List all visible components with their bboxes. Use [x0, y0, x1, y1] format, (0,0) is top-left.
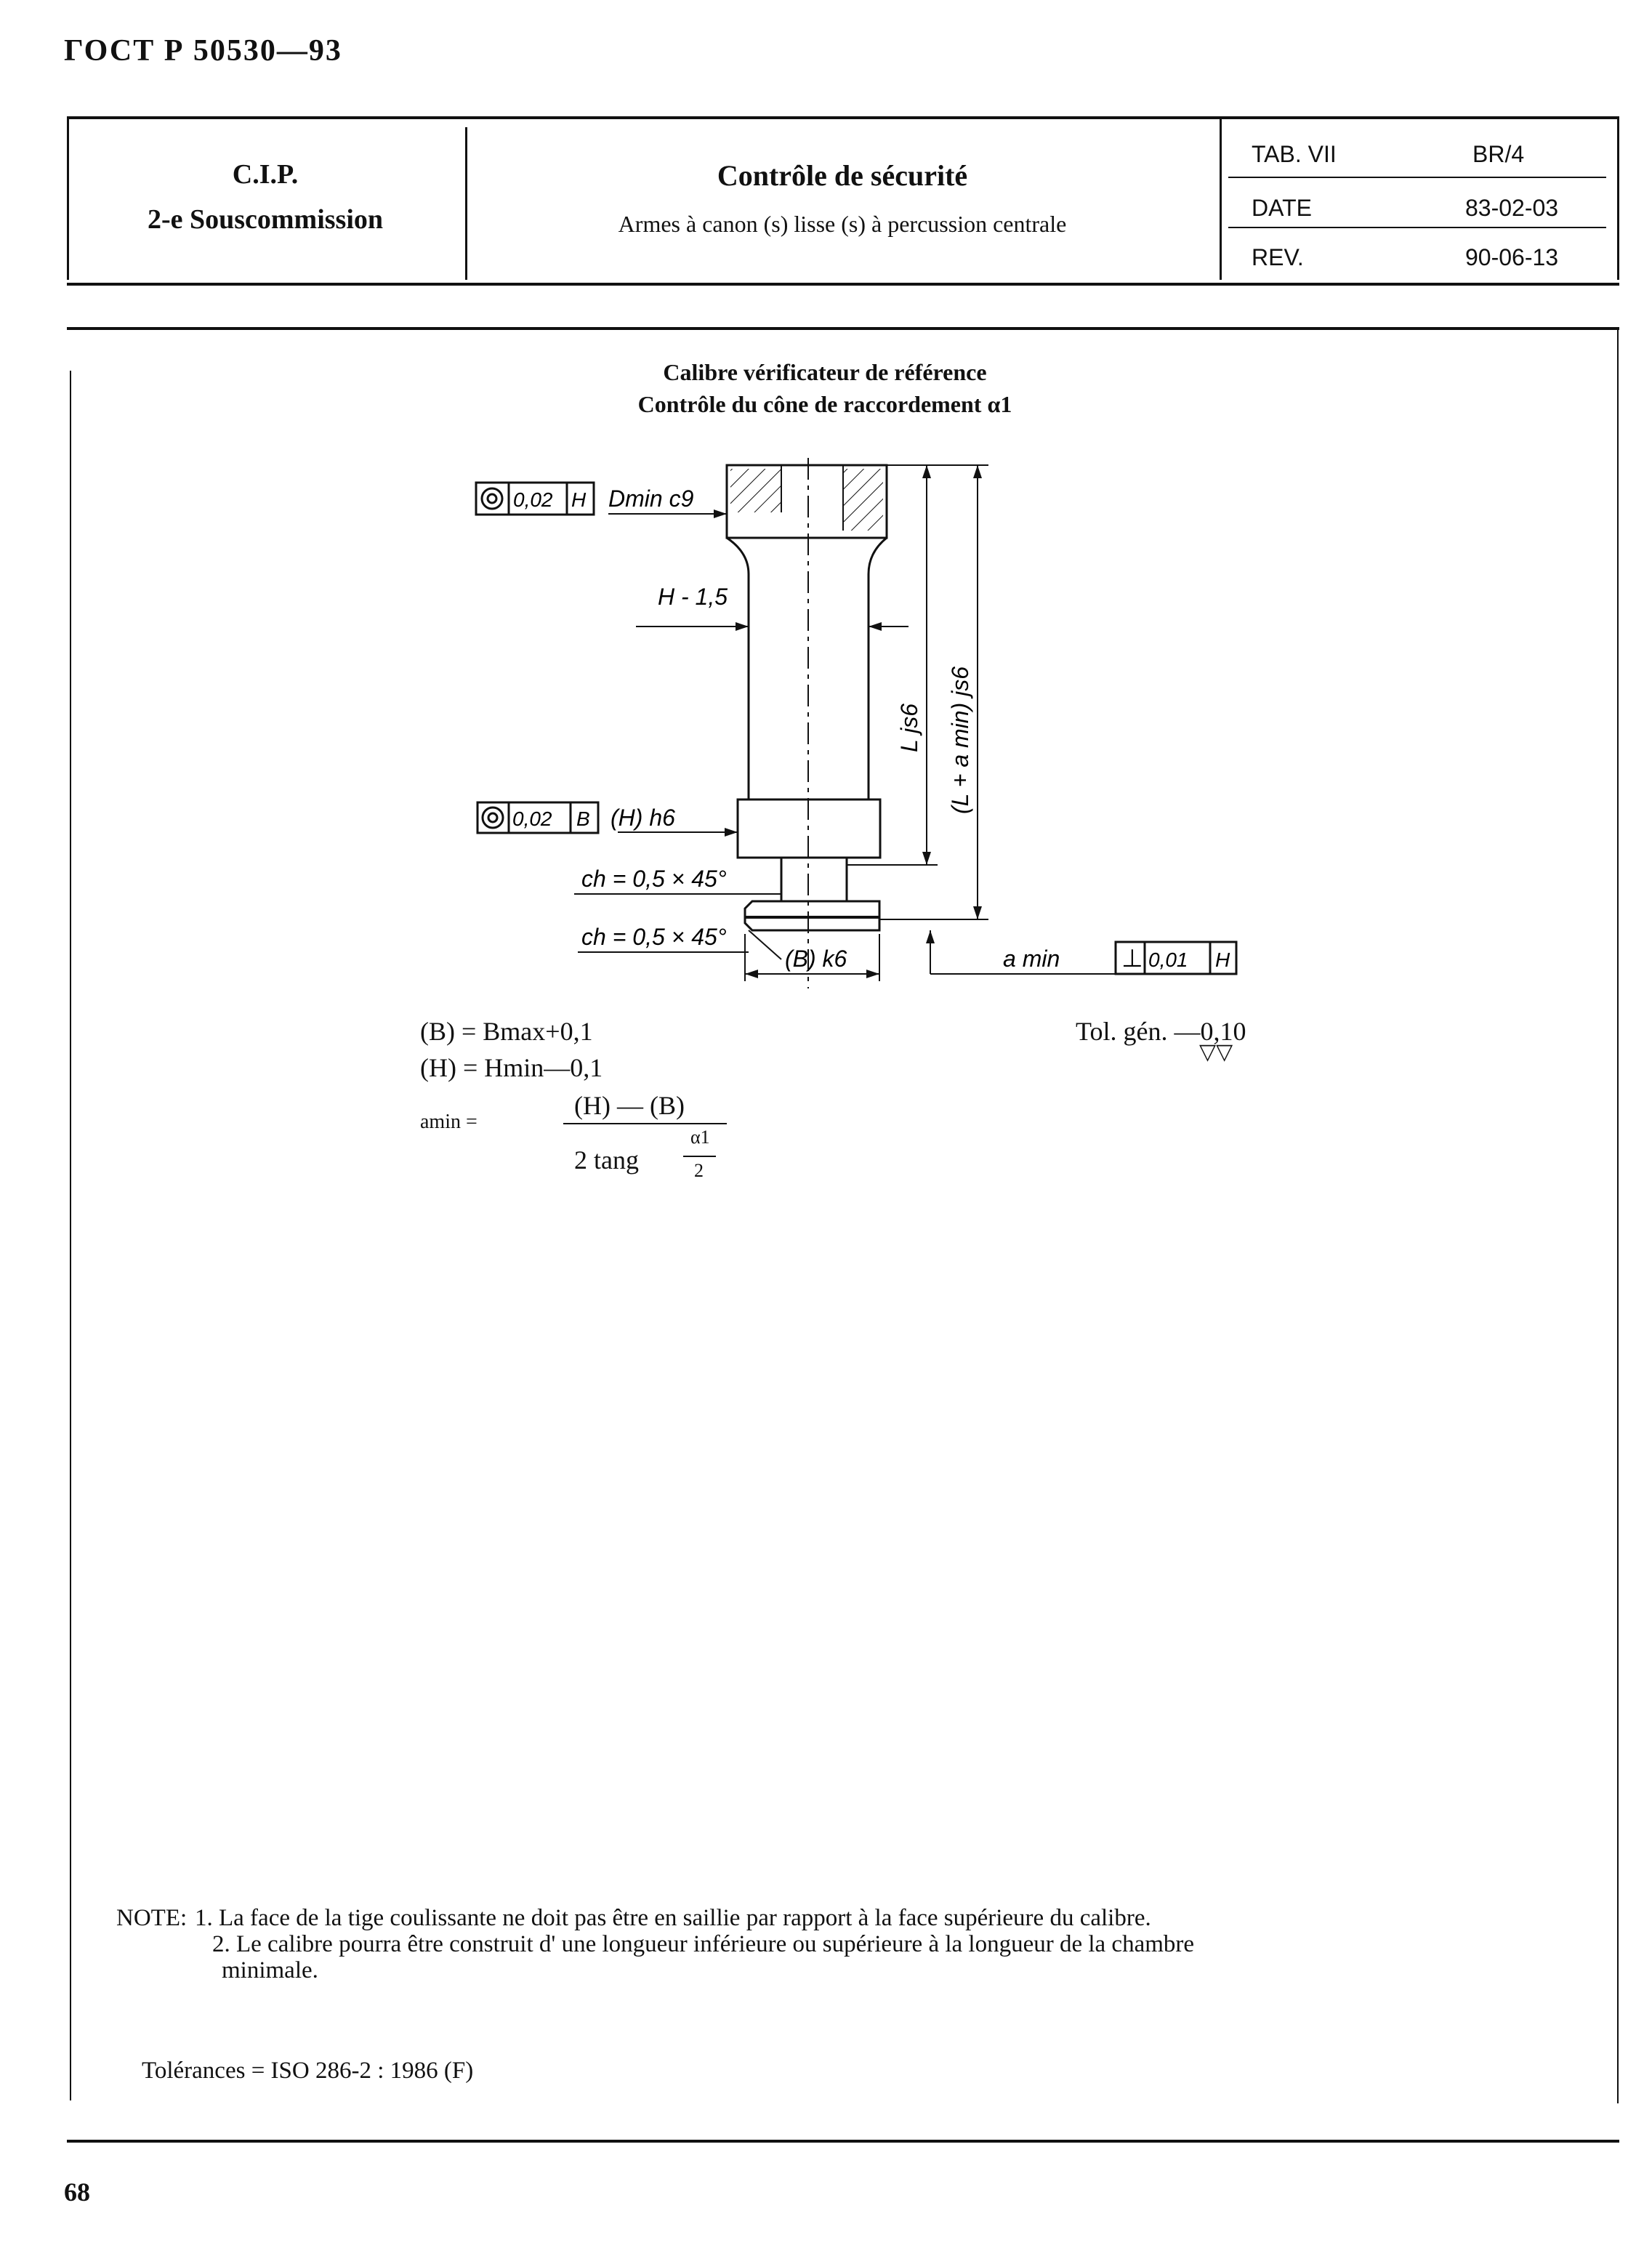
tab-label: TAB. VII	[1252, 141, 1337, 167]
fcf-concentricity-mid: 0,02 B	[476, 801, 600, 834]
formula-b: (B) = Bmax+0,1	[420, 1017, 593, 1046]
fcf-top-datum: H	[571, 488, 587, 511]
formula-alpha: α1	[690, 1127, 710, 1148]
subcommittee-name: 2-e Souscommission	[147, 204, 384, 235]
drawing-caption-line1: Calibre vérificateur de référence	[663, 359, 987, 385]
main-border-right	[1617, 330, 1619, 2103]
gauge-drawing: 0,02 H Dmin c9 H - 1,5 0,02 B (H) h6 ch …	[475, 458, 1238, 988]
committee-name: C.I.P.	[232, 159, 299, 190]
note-2-continued: minimale.	[222, 1957, 318, 1983]
note-1: 1. La face de la tige coulissante ne doi…	[195, 1905, 1151, 1931]
rev-label: REV.	[1252, 244, 1304, 270]
neck	[780, 856, 848, 903]
header-table	[67, 116, 1619, 286]
label-chamfer-2: ch = 0,5 × 45°	[581, 924, 727, 950]
fcf-mid-datum: B	[576, 807, 590, 830]
tolerances-reference: Tolérances = ISO 286-2 : 1986 (F)	[142, 2058, 474, 2084]
main-frame	[67, 327, 1619, 2143]
label-dmin: Dmin c9	[608, 486, 694, 512]
header-border-left	[67, 116, 69, 280]
note-2: 2. Le calibre pourra être construit d' u…	[212, 1931, 1195, 1957]
rev-value: 90-06-13	[1465, 244, 1559, 270]
label-amin: a min	[1003, 946, 1060, 972]
formula-amin-label: amin =	[420, 1111, 478, 1133]
main-border-left	[70, 371, 71, 2100]
date-rule	[1228, 227, 1606, 228]
note-prefix: NOTE:	[116, 1905, 188, 1931]
label-h-minus: H - 1,5	[658, 584, 728, 610]
fcf-perp-symbol: ⊥	[1121, 945, 1143, 972]
formula-numerator: (H) — (B)	[574, 1091, 685, 1120]
header-divider-1	[465, 127, 467, 280]
header-subtitle: Armes à canon (s) lisse (s) à percussion…	[618, 211, 1067, 237]
label-h-h6: (H) h6	[611, 805, 675, 831]
formula-two: 2	[694, 1160, 704, 1181]
label-chamfer-1: ch = 0,5 × 45°	[581, 866, 727, 892]
header-title: Contrôle de sécurité	[717, 159, 968, 192]
shaft-outline	[726, 536, 887, 799]
fcf-mid-value: 0,02	[512, 807, 552, 830]
alpha-fraction-bar	[683, 1156, 716, 1157]
formula-h: (H) = Hmin—0,1	[420, 1053, 603, 1082]
fraction-bar	[563, 1123, 727, 1124]
header-divider-2	[1220, 116, 1222, 280]
document-id: ГОСТ Р 50530—93	[64, 34, 342, 68]
tab-value: BR/4	[1472, 141, 1525, 167]
tab-rule	[1228, 177, 1606, 178]
fcf-perpendicularity: ⊥ 0,01 H	[1114, 940, 1238, 975]
date-label: DATE	[1252, 195, 1312, 221]
label-b-k6: (B) k6	[785, 946, 847, 972]
fcf-concentricity-top: 0,02 H	[475, 481, 595, 516]
fcf-perp-datum: H	[1215, 948, 1230, 971]
label-l-js6: L js6	[896, 704, 922, 752]
fcf-perp-value: 0,01	[1148, 948, 1188, 971]
top-sleeve	[725, 464, 888, 539]
drawing-caption-line2: Contrôle du cône de raccordement α1	[637, 391, 1012, 417]
date-value: 83-02-03	[1465, 195, 1559, 221]
page-number: 68	[64, 2178, 90, 2207]
surface-finish-symbols: ▽▽	[1199, 1040, 1233, 1064]
general-tolerance: Tol. gén. —0,10	[1076, 1017, 1246, 1046]
base-plate	[744, 900, 881, 932]
fcf-top-value: 0,02	[513, 488, 553, 511]
label-l-amin: (L + a min) js6	[947, 666, 973, 814]
header-border-right	[1617, 116, 1619, 280]
formula-denominator: 2 tang	[574, 1145, 639, 1175]
